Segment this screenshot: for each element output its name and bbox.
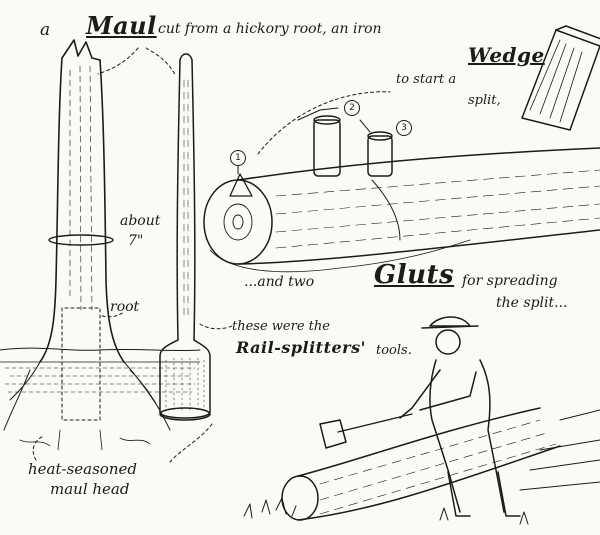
callout-1: 1 [230, 150, 246, 166]
rail-log-drawing [281, 407, 600, 521]
gluts-suffix-line2: the split... [496, 295, 568, 311]
heat-seasoned-line1: heat-seasoned [28, 460, 137, 478]
wedge-drawing [521, 25, 600, 131]
wedge-note-line1: to start a [396, 72, 457, 87]
callout-3: 3 [396, 120, 412, 136]
gluts-title: Gluts [374, 260, 455, 290]
root-label: root [110, 299, 140, 315]
grass [243, 497, 529, 525]
wedge-note-line2: split, [468, 93, 501, 108]
tools-line1: these were the [232, 319, 330, 334]
wedge-title: Wedge [468, 43, 545, 67]
maul-title: Maul [86, 11, 157, 40]
about-label: about [120, 213, 161, 229]
gluts-suffix-line1: for spreading [462, 273, 558, 289]
title-suffix: cut from a hickory root, an iron [158, 21, 382, 37]
tools-word: tools. [376, 343, 412, 358]
title-prefix: a [40, 20, 51, 40]
caption-arrows [32, 311, 233, 463]
rail-splitters-title: Rail-splitters' [236, 338, 366, 357]
log-drawing [203, 115, 600, 273]
hickory-root-drawing [0, 39, 201, 451]
callout-2: 2 [344, 100, 360, 116]
railsplitter-figure [319, 316, 521, 517]
gluts-prefix: ...and two [244, 274, 315, 290]
maul-drawing [159, 53, 211, 421]
title-arrows [97, 47, 177, 77]
heat-seasoned-line2: maul head [50, 480, 130, 498]
about-value: 7" [128, 233, 144, 249]
